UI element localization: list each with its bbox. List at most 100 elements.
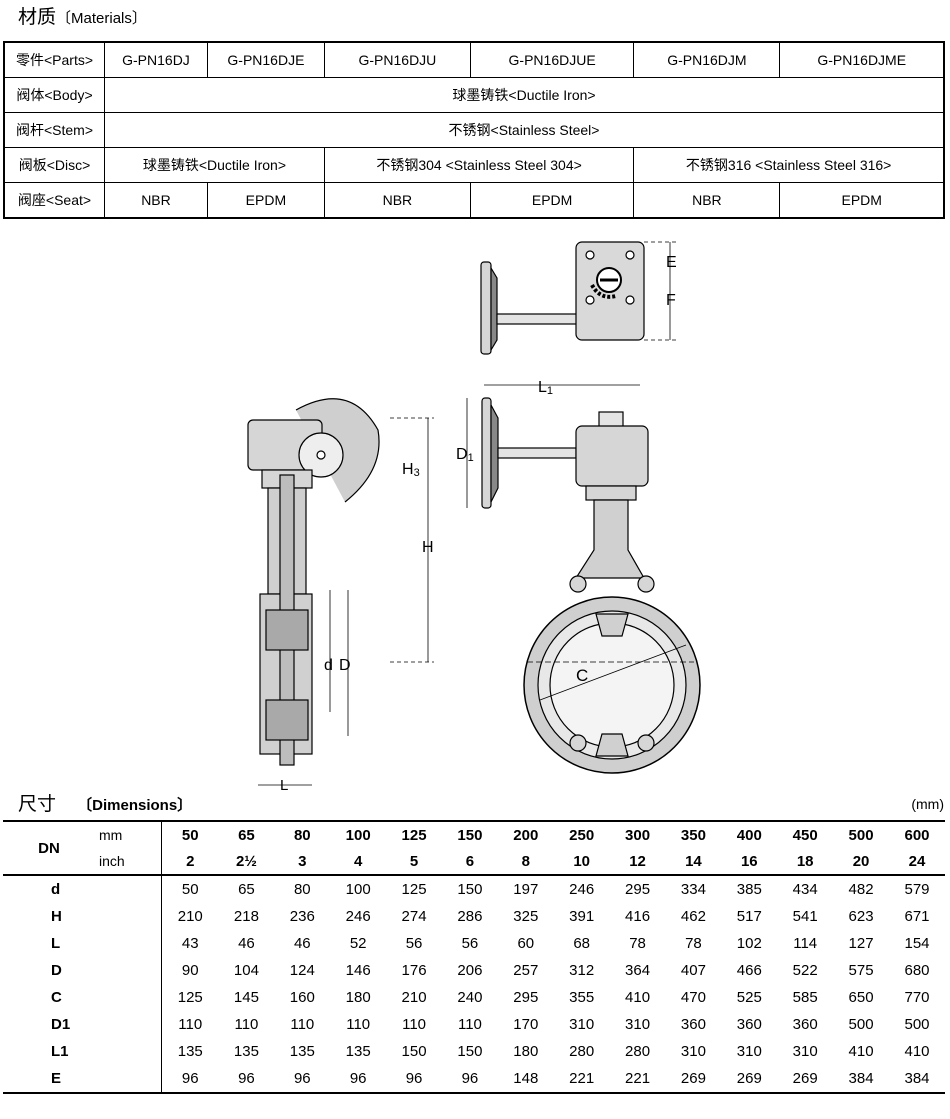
dimension-cell: 78: [629, 935, 646, 952]
dimension-cell: 355: [569, 989, 595, 1006]
label-D1: D1: [456, 446, 474, 464]
dn-label: DN: [3, 821, 95, 876]
dimension-cell: 385: [736, 881, 762, 898]
dimension-row-label: L1: [3, 1038, 162, 1065]
label-H3: H3: [402, 461, 420, 479]
mm-cell: 300: [625, 826, 651, 844]
mm-cell: 80: [293, 826, 311, 844]
dimension-cell: 46: [238, 935, 255, 952]
dimension-cell: 125: [177, 989, 203, 1006]
label-L1: L1: [538, 379, 553, 397]
dimension-cell: 170: [513, 1016, 539, 1033]
materials-table: 零件<Parts> G-PN16DJ G-PN16DJE G-PN16DJU G…: [3, 41, 945, 219]
materials-title-cn: 材质: [18, 7, 57, 28]
dimensions-title-cn: 尺寸: [18, 794, 57, 815]
mm-cell: 500: [848, 826, 874, 844]
dimension-cell: 462: [680, 908, 706, 925]
section-view: [247, 398, 380, 766]
dimension-cell: 364: [625, 962, 651, 979]
dimension-cell: 78: [685, 935, 702, 952]
dimension-cell: 148: [513, 1070, 539, 1087]
dimension-cell: 416: [625, 908, 651, 925]
disc-value: 不锈钢304 <Stainless Steel 304>: [323, 147, 635, 183]
dimension-cell: 500: [848, 1016, 874, 1033]
dimension-cell: 579: [904, 881, 930, 898]
dimension-cell: 325: [513, 908, 539, 925]
label-d: d: [324, 657, 333, 674]
dimension-cell: 466: [736, 962, 762, 979]
dimension-cell: 102: [736, 935, 762, 952]
inch-row: inch 2 2½ 3 4 5 6 8 10 12 14 16 18 20 24: [3, 848, 945, 876]
dimension-cell: 150: [457, 881, 483, 898]
dimension-row-label: E: [3, 1065, 162, 1093]
dimension-cell: 384: [848, 1070, 874, 1087]
dimension-cell: 43: [181, 935, 199, 952]
seat-value: EPDM: [206, 182, 325, 219]
dimension-cell: 310: [792, 1043, 818, 1060]
dimension-cell: 135: [233, 1043, 259, 1060]
model-cell: G-PN16DJME: [779, 41, 945, 78]
dimension-row-label: D1: [3, 1011, 162, 1038]
label-L: L: [280, 777, 288, 790]
dimension-cell: 90: [181, 962, 199, 979]
dimension-cell: 522: [792, 962, 818, 979]
dimension-cell: 274: [401, 908, 427, 925]
dimension-cell: 176: [401, 962, 427, 979]
dimension-cell: 114: [793, 935, 818, 952]
stem-row: 阀杆<Stem> 不锈钢<Stainless Steel>: [3, 112, 945, 148]
label-H: H: [422, 539, 434, 556]
mm-cell: 400: [736, 826, 762, 844]
dimension-row-label: C: [3, 984, 162, 1011]
dimension-cell: 650: [848, 989, 874, 1006]
parts-label: 零件<Parts>: [3, 41, 105, 78]
dimension-cell: 96: [293, 1070, 311, 1087]
dimension-cell: 269: [792, 1070, 818, 1087]
dimension-cell: 334: [680, 881, 706, 898]
dimension-cell: 391: [569, 908, 595, 925]
dimension-cell: 360: [680, 1016, 706, 1033]
inch-cell: 4: [330, 848, 387, 876]
dimension-cell: 286: [457, 908, 483, 925]
dimension-cell: 246: [569, 881, 595, 898]
seat-value: EPDM: [469, 182, 635, 219]
dimension-cell: 50: [181, 881, 199, 898]
dimension-row-label: L: [3, 930, 162, 957]
unit-label: (mm): [911, 796, 944, 812]
dimension-cell: 110: [402, 1016, 427, 1033]
inch-cell: 14: [665, 848, 722, 876]
dimension-cell: 500: [904, 1016, 930, 1033]
dimension-cell: 100: [345, 881, 371, 898]
dimension-cell: 246: [345, 908, 371, 925]
dimension-cell: 96: [349, 1070, 367, 1087]
dimension-cell: 110: [234, 1016, 259, 1033]
dimension-cell: 312: [569, 962, 595, 979]
dimensions-title-en: 〔Dimensions〕: [77, 797, 193, 814]
dimension-cell: 135: [289, 1043, 315, 1060]
dimension-cell: 110: [290, 1016, 315, 1033]
dimension-cell: 257: [513, 962, 539, 979]
inch-cell: 5: [386, 848, 442, 876]
mm-cell: 150: [457, 826, 483, 844]
mm-cell: 100: [345, 826, 371, 844]
mm-label: mm: [95, 821, 162, 848]
inch-cell: 8: [497, 848, 554, 876]
dimension-cell: 52: [349, 935, 367, 952]
dimension-cell: 310: [569, 1016, 595, 1033]
dimension-cell: 206: [457, 962, 483, 979]
materials-title: 材质〔Materials〕: [18, 7, 147, 30]
dimensions-title: 尺寸 〔Dimensions〕: [18, 794, 192, 817]
dimension-cell: 295: [513, 989, 539, 1006]
dimension-cell: 623: [848, 908, 874, 925]
dimension-cell: 180: [345, 989, 371, 1006]
dimension-cell: 96: [461, 1070, 479, 1087]
dimension-cell: 269: [736, 1070, 762, 1087]
mm-row: DN mm 50 65 80 100 125 150 200 250 300 3…: [3, 821, 945, 876]
dimension-cell: 671: [904, 908, 930, 925]
inch-cell: 24: [889, 848, 945, 876]
handwheel-spokes: [490, 265, 498, 353]
dimension-cell: 96: [405, 1070, 423, 1087]
body-label: 阀体<Body>: [3, 77, 105, 113]
dimension-cell: 146: [345, 962, 371, 979]
dimension-cell: 236: [289, 908, 315, 925]
